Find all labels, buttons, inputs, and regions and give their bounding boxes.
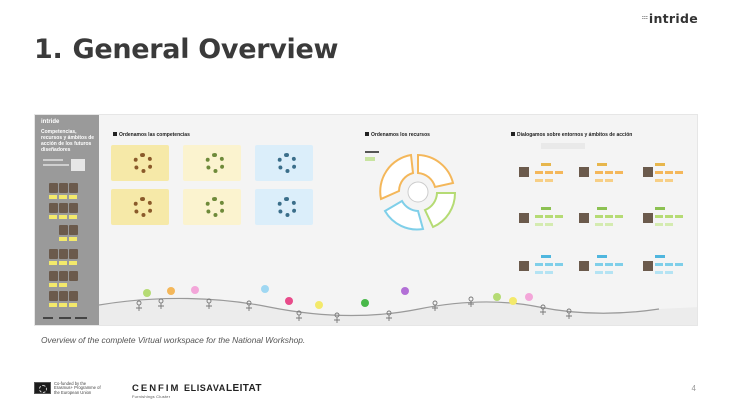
entornos-search-bar bbox=[541, 143, 585, 149]
participant-row bbox=[41, 249, 93, 265]
section-recursos-title: Ordenamos los recursos bbox=[365, 132, 430, 138]
panel-row bbox=[41, 159, 93, 173]
competencias-card bbox=[255, 145, 313, 181]
intride-logo: :::intride bbox=[641, 11, 698, 26]
section-competencias-title: Ordenamos las competencias bbox=[113, 132, 190, 138]
panel-title: Competencias, recursos y ámbitos de acci… bbox=[41, 129, 95, 153]
board-caption: Overview of the complete Virtual workspa… bbox=[41, 335, 306, 345]
participant-row bbox=[41, 271, 93, 287]
slide-title: 1.General Overview bbox=[34, 34, 339, 65]
page-number: 4 bbox=[691, 384, 696, 393]
participant-row bbox=[41, 291, 93, 307]
competencias-card bbox=[111, 145, 169, 181]
eu-cofunded-text: Co-funded by the Erasmus+ Programme of t… bbox=[54, 381, 101, 395]
section-entornos-title: Dialogamos sobre entornos y ámbitos de a… bbox=[511, 132, 632, 138]
participant-row bbox=[41, 203, 93, 219]
recursos-note bbox=[365, 157, 375, 161]
recursos-note bbox=[365, 151, 379, 153]
eu-flag-icon bbox=[34, 382, 51, 394]
competencias-card bbox=[255, 189, 313, 225]
workshop-path-illustration bbox=[99, 285, 697, 325]
panel-brand: intride bbox=[41, 119, 60, 125]
leitat-logo: LEITAT bbox=[226, 383, 262, 394]
panel-footer-logos bbox=[41, 315, 93, 325]
virtual-workspace-board: intride Competencias, recursos y ámbitos… bbox=[34, 114, 698, 326]
competencias-card bbox=[183, 189, 241, 225]
competencias-card bbox=[111, 189, 169, 225]
workshop-side-panel: intride Competencias, recursos y ámbitos… bbox=[35, 115, 99, 325]
elisava-logo: ELISAVA bbox=[184, 383, 226, 393]
participant-row bbox=[41, 225, 93, 241]
participant-row bbox=[41, 183, 93, 199]
recursos-ring-diagram bbox=[379, 153, 457, 231]
cenfim-logo: CENFIM Furnishings Cluster bbox=[132, 383, 181, 399]
competencias-card bbox=[183, 145, 241, 181]
